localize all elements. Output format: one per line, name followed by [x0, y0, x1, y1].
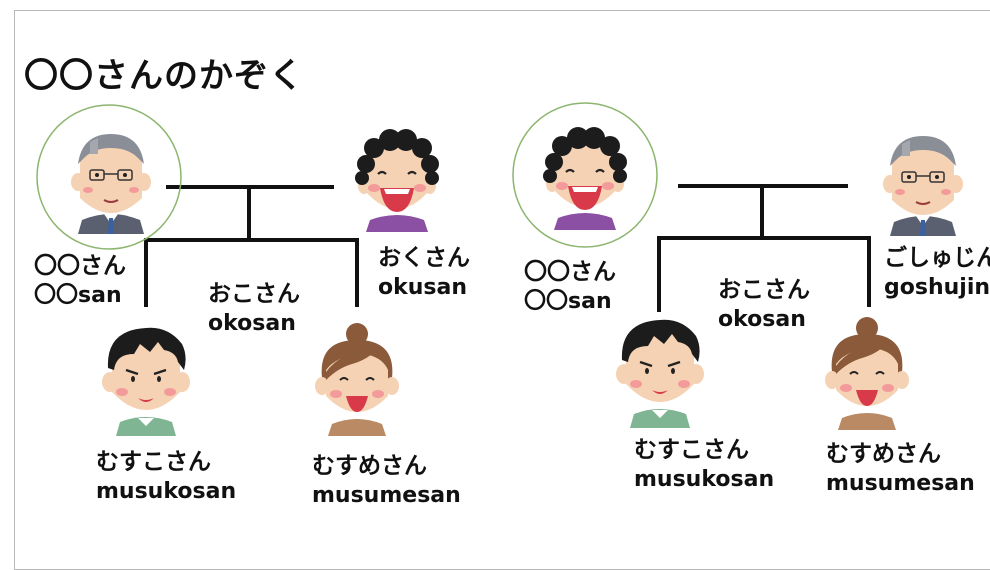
son-name-romaji-b: musukosan	[634, 467, 775, 492]
son-name-romaji-a: musukosan	[96, 479, 237, 504]
spouse-name-jp-b: ごしゅじん	[884, 245, 990, 271]
curly-woman-face-icon	[355, 129, 439, 232]
son-label-a: むすこさん musukosan	[96, 448, 236, 506]
daughter-name-romaji-b: musumesan	[826, 471, 975, 496]
grandpa-face-icon	[883, 136, 963, 236]
curly-woman-face-icon	[543, 127, 627, 230]
girl-face-icon	[315, 323, 399, 436]
self-name-romaji-a: 〇〇san	[34, 283, 122, 308]
daughter-label-a: むすめさん musumesan	[312, 452, 461, 510]
daughter-label-b: むすめさん musumesan	[826, 440, 975, 498]
self-label-a: 〇〇さん 〇〇san	[34, 252, 126, 310]
son-label-b: むすこさん musukosan	[634, 436, 774, 494]
son-name-jp-a: むすこさん	[96, 449, 211, 475]
self-name-jp-a: 〇〇さん	[34, 253, 126, 279]
highlight-circle-b	[512, 102, 658, 248]
children-name-jp-b: おこさん	[718, 277, 810, 303]
son-name-jp-b: むすこさん	[634, 437, 749, 463]
daughter-name-jp-b: むすめさん	[826, 441, 941, 467]
children-name-romaji-a: okosan	[208, 311, 296, 336]
self-name-romaji-b: 〇〇san	[524, 289, 612, 314]
children-name-romaji-b: okosan	[718, 307, 806, 332]
spouse-name-jp-a: おくさん	[378, 245, 470, 271]
grandpa-face-icon	[71, 134, 151, 234]
spouse-name-romaji-b: goshujin	[884, 275, 990, 300]
children-label-b: おこさん okosan	[718, 276, 810, 334]
daughter-name-jp-a: むすめさん	[312, 453, 427, 479]
girl-face-icon	[825, 317, 909, 430]
self-name-jp-b: 〇〇さん	[524, 259, 616, 285]
daughter-name-romaji-a: musumesan	[312, 483, 461, 508]
boy-face-icon	[102, 327, 190, 436]
self-label-b: 〇〇さん 〇〇san	[524, 258, 616, 316]
spouse-label-a: おくさん okusan	[378, 244, 470, 302]
children-label-a: おこさん okosan	[208, 280, 300, 338]
children-name-jp-a: おこさん	[208, 281, 300, 307]
spouse-name-romaji-a: okusan	[378, 275, 468, 300]
spouse-label-b: ごしゅじん goshujin	[884, 244, 990, 302]
highlight-circle-a	[36, 104, 182, 250]
page-title: 〇〇さんのかぞく	[24, 56, 304, 96]
boy-face-icon	[616, 319, 704, 428]
